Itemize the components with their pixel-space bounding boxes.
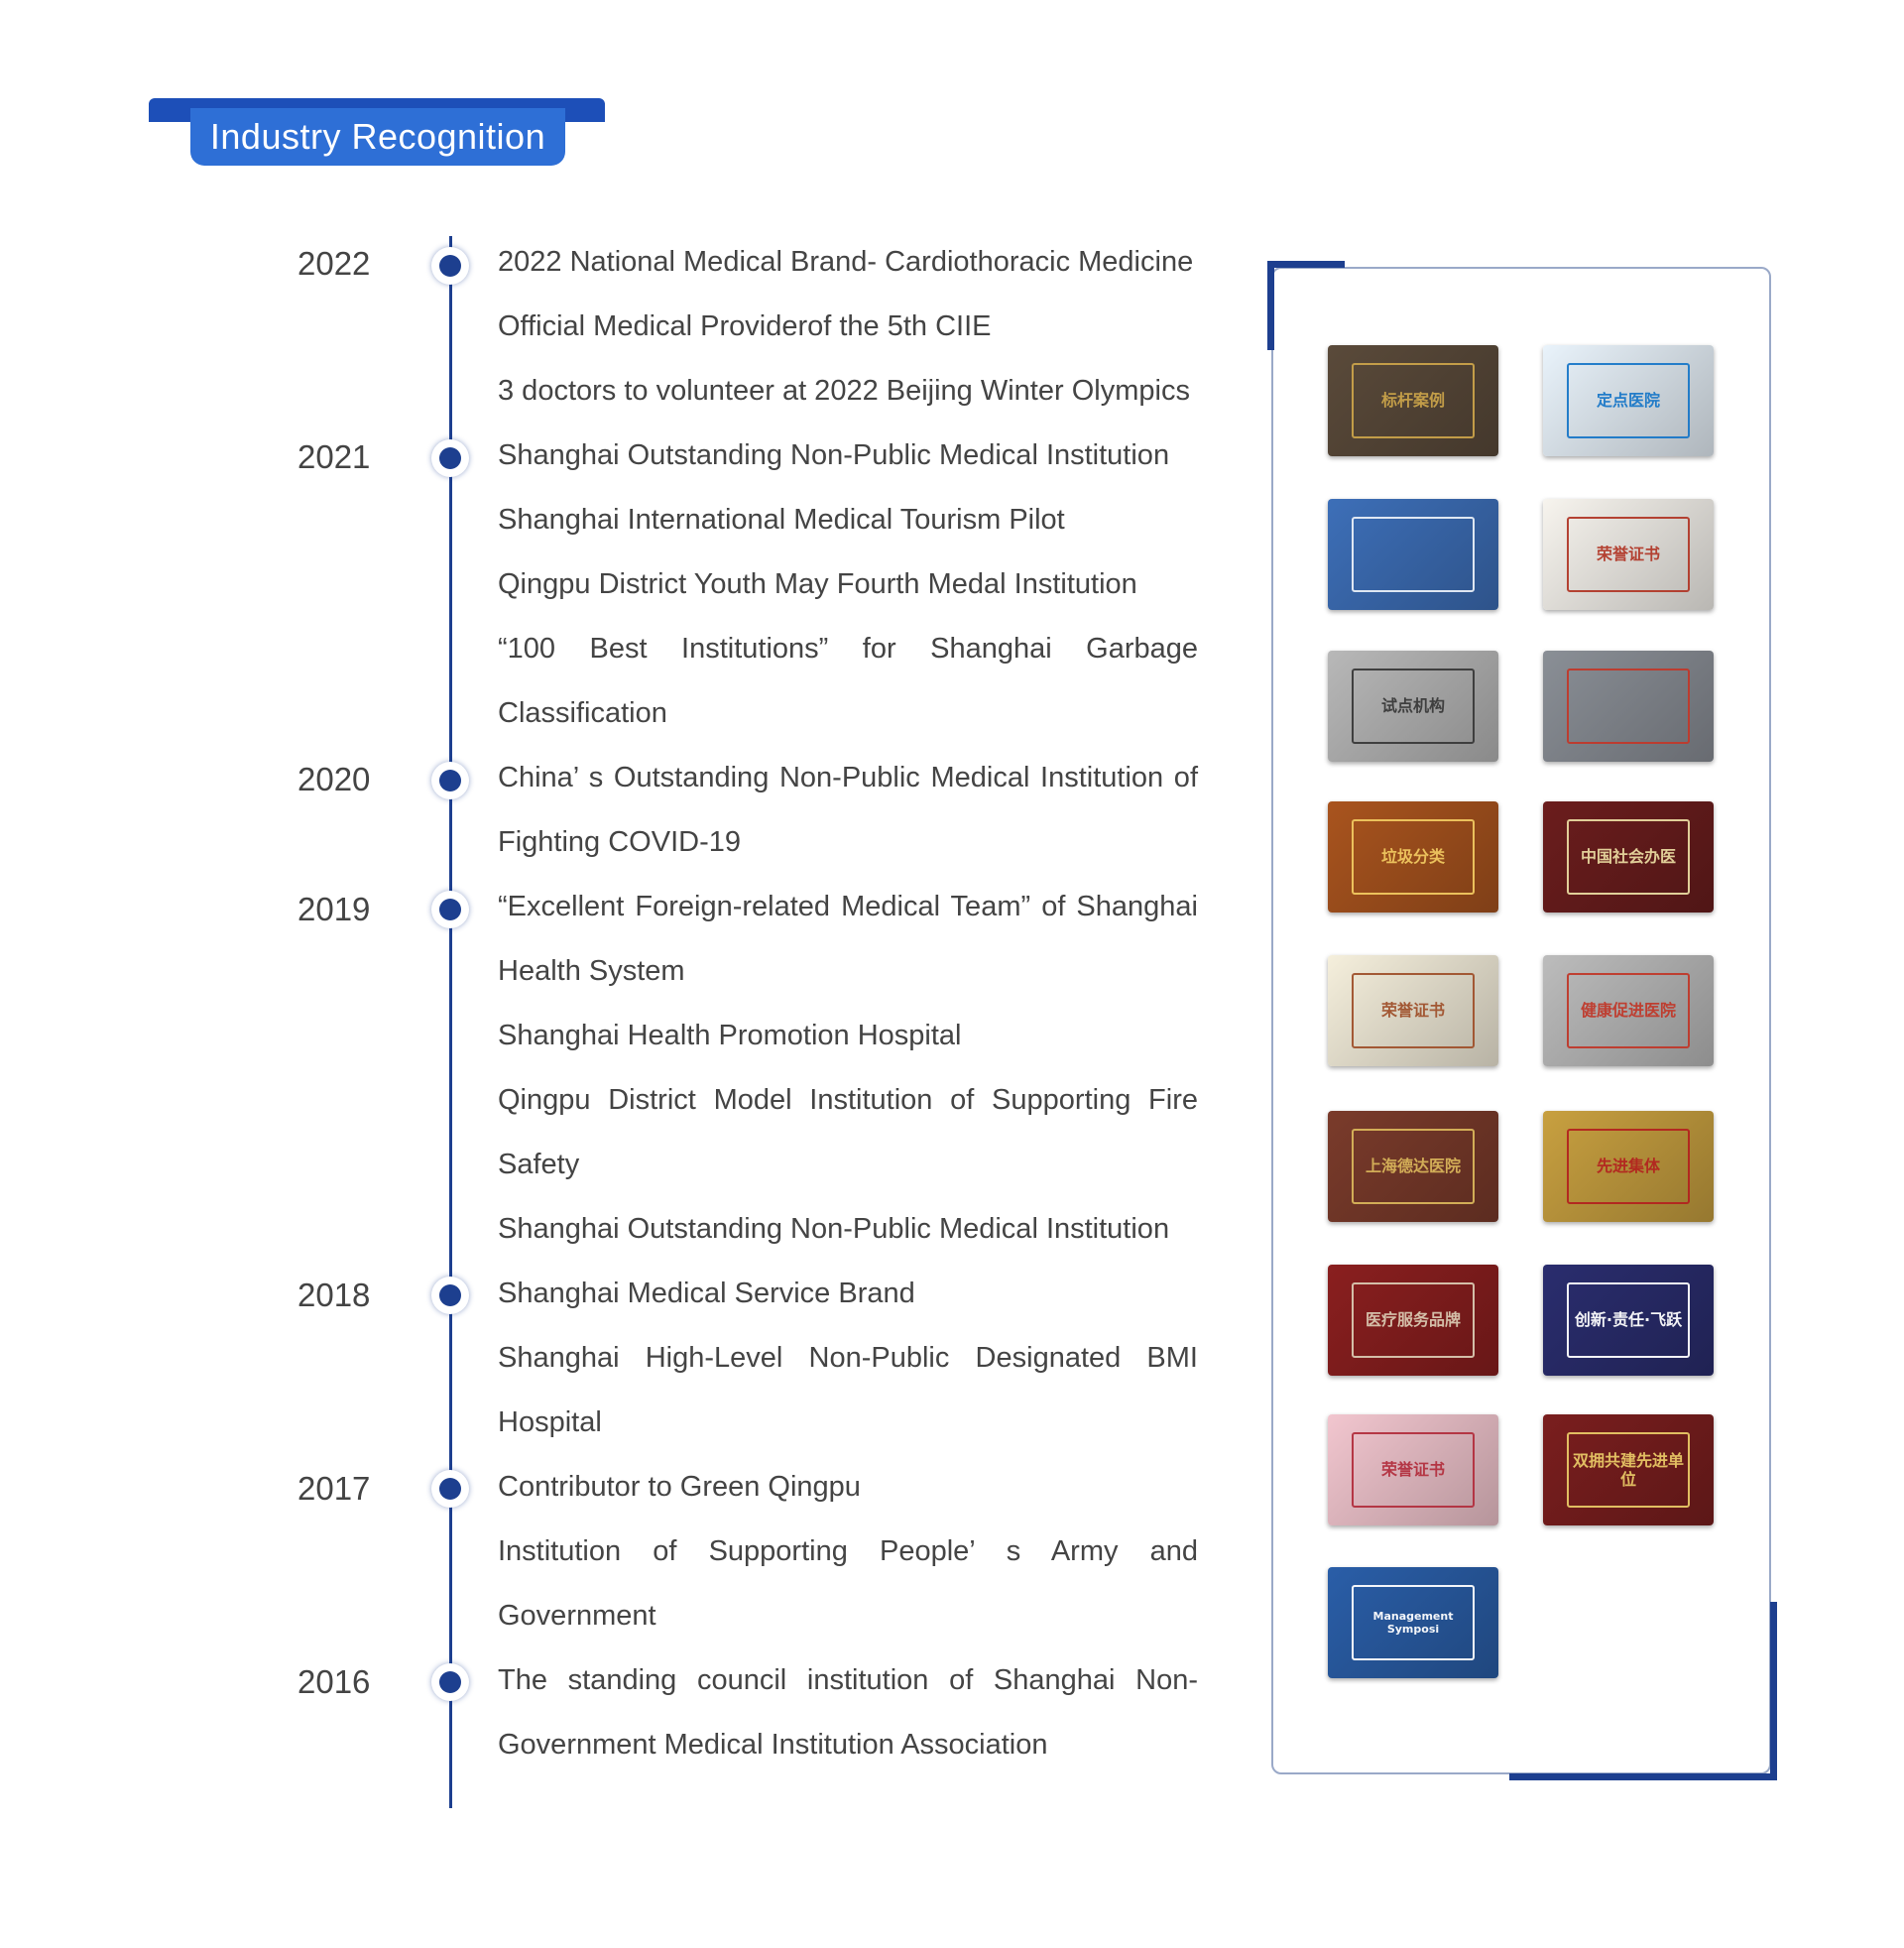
thumb-inner: 双拥共建先进单位 [1566, 1432, 1691, 1508]
entry-2022-3: 3 doctors to volunteer at 2022 Beijing W… [498, 375, 1190, 407]
honor-certificate-1: 荣誉证书 [1543, 499, 1714, 610]
timeline-line [449, 236, 452, 1808]
honor-certificate-2: 荣誉证书 [1328, 955, 1498, 1066]
timeline-dot-2018 [431, 1277, 469, 1314]
youth-medal-plaque [1543, 651, 1714, 762]
timeline-dot-2016 [431, 1663, 469, 1701]
thumb-inner: 荣誉证书 [1351, 973, 1476, 1048]
thumb-inner [1566, 669, 1691, 744]
thumb-caption: 荣誉证书 [1380, 1460, 1445, 1480]
entry-2021-2: Shanghai International Medical Tourism P… [498, 504, 1065, 536]
thumb-inner: 先进集体 [1566, 1129, 1691, 1204]
health-promotion-hospital-plaque: 健康促进医院 [1543, 955, 1714, 1066]
honor-certificate-3: 荣誉证书 [1328, 1414, 1498, 1525]
entry-2016-1: The standing council institution of Shan… [498, 1664, 1198, 1761]
timeline-dot-2020 [431, 762, 469, 799]
innovation-award-photo: 创新·责任·飞跃 [1543, 1265, 1714, 1376]
frame-corner-accent [1770, 1602, 1777, 1780]
thumb-caption: 先进集体 [1596, 1157, 1660, 1176]
fire-safety-plaque: 上海德达医院 [1328, 1111, 1498, 1222]
ciie-designated-hospital-card: 定点医院 [1543, 345, 1714, 456]
symposium-speaker-photo: Management Symposi [1328, 1567, 1498, 1678]
thumb-caption: 荣誉证书 [1596, 545, 1660, 564]
year-label-2021: 2021 [298, 438, 371, 475]
thumb-inner: 试点机构 [1351, 669, 1476, 744]
entry-2018-1: Shanghai Medical Service Brand [498, 1278, 915, 1309]
thumb-caption: 上海德达医院 [1365, 1157, 1461, 1176]
thumb-inner: Management Symposi [1351, 1585, 1476, 1660]
thumb-inner: 荣誉证书 [1351, 1432, 1476, 1508]
timeline-dot-2019 [431, 891, 469, 928]
entry-2019-3: Qingpu District Model Institution of Sup… [498, 1084, 1198, 1180]
year-label-2016: 2016 [298, 1663, 371, 1700]
thumb-caption: 试点机构 [1380, 696, 1445, 716]
entry-2021-4: “100 Best Institutions” for Shanghai Gar… [498, 633, 1198, 729]
advanced-collective-plaque: 先进集体 [1543, 1111, 1714, 1222]
thumb-inner: 创新·责任·飞跃 [1566, 1282, 1691, 1358]
entry-2020-1: China’ s Outstanding Non-Public Medical … [498, 762, 1198, 858]
timeline-dot-2017 [431, 1470, 469, 1508]
frame-corner-accent [1267, 261, 1345, 268]
entry-2022-1: 2022 National Medical Brand- Cardiothora… [498, 246, 1194, 278]
thumb-caption: 定点医院 [1596, 391, 1660, 411]
thumb-inner: 上海德达医院 [1351, 1129, 1476, 1204]
year-label-2018: 2018 [298, 1277, 371, 1313]
winter-olympics-doctors-photo [1328, 499, 1498, 610]
entry-2019-1: “Excellent Foreign-related Medical Team”… [498, 891, 1198, 987]
section-title: Industry Recognition [209, 116, 546, 157]
thumb-caption: 创新·责任·飞跃 [1574, 1310, 1683, 1330]
entry-2019-2: Shanghai Health Promotion Hospital [498, 1020, 962, 1051]
army-support-plaque: 双拥共建先进单位 [1543, 1414, 1714, 1525]
frame-corner-accent [1267, 261, 1274, 350]
thumb-inner: 垃圾分类 [1351, 819, 1476, 895]
thumb-inner [1351, 517, 1476, 592]
year-label-2020: 2020 [298, 761, 371, 797]
ribbon-front-tab: Industry Recognition [190, 108, 565, 166]
section-header-ribbon: Industry Recognition [149, 98, 605, 166]
thumb-caption: 双拥共建先进单位 [1572, 1450, 1684, 1489]
thumb-caption: 中国社会办医 [1580, 847, 1676, 867]
covid-fighting-plaque: 中国社会办医 [1543, 801, 1714, 913]
thumb-inner: 健康促进医院 [1566, 973, 1691, 1048]
thumb-caption: Management Symposi [1372, 1609, 1454, 1636]
thumb-inner: 定点医院 [1566, 363, 1691, 438]
timeline-dot-2021 [431, 439, 469, 477]
entry-2021-1: Shanghai Outstanding Non-Public Medical … [498, 439, 1170, 471]
entry-2022-2: Official Medical Providerof the 5th CIIE [498, 310, 992, 342]
garbage-classification-plaque: 垃圾分类 [1328, 801, 1498, 913]
thumb-inner: 荣誉证书 [1566, 517, 1691, 592]
medical-tourism-pilot-plaque: 试点机构 [1328, 651, 1498, 762]
thumb-caption: 健康促进医院 [1580, 1001, 1676, 1021]
thumb-inner: 中国社会办医 [1566, 819, 1691, 895]
entry-2021-3: Qingpu District Youth May Fourth Medal I… [498, 568, 1137, 600]
medical-service-brand-plaque: 医疗服务品牌 [1328, 1265, 1498, 1376]
entry-2018-2: Shanghai High-Level Non-Public Designate… [498, 1342, 1198, 1438]
thumb-inner: 标杆案例 [1351, 363, 1476, 438]
year-label-2022: 2022 [298, 245, 371, 282]
year-label-2019: 2019 [298, 891, 371, 927]
thumb-caption: 标杆案例 [1380, 391, 1445, 411]
thumb-caption: 医疗服务品牌 [1365, 1310, 1461, 1330]
year-label-2017: 2017 [298, 1470, 371, 1507]
thumb-inner: 医疗服务品牌 [1351, 1282, 1476, 1358]
timeline-dot-2022 [431, 247, 469, 285]
thumb-caption: 垃圾分类 [1380, 847, 1445, 867]
entry-2017-1: Contributor to Green Qingpu [498, 1471, 861, 1503]
thumb-caption: 荣誉证书 [1380, 1001, 1445, 1021]
entry-2017-2: Institution of Supporting People’ s Army… [498, 1535, 1198, 1632]
entry-2019-4: Shanghai Outstanding Non-Public Medical … [498, 1213, 1170, 1245]
award-trophy-photo: 标杆案例 [1328, 345, 1498, 456]
frame-corner-accent [1509, 1773, 1777, 1780]
